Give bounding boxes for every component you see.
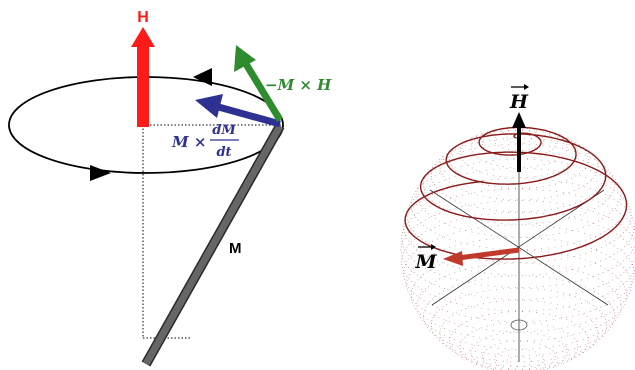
- damped-trajectory-spiral: [404, 126, 628, 260]
- precession-arrow-head: [234, 45, 256, 72]
- sphere-magnetization-vector-overarrow: [418, 244, 436, 250]
- sphere-field-label: H: [509, 91, 529, 113]
- damped-precession-sphere: H M: [400, 84, 635, 370]
- precession-term-label: −M × H: [265, 76, 332, 94]
- magnetization-vector: [141, 123, 285, 367]
- sphere-magnetization-arrow-head: [443, 251, 463, 266]
- damping-arrow-head: [195, 94, 223, 118]
- precession-diagram: H M −M × H M × dM dt: [8, 9, 332, 367]
- precession-arrow-shaft: [243, 62, 283, 122]
- sphere-magnetization-label: M: [414, 251, 437, 273]
- field-arrow-head: [131, 27, 155, 47]
- damping-term-numerator: dM: [212, 123, 236, 138]
- field-arrow-shaft: [137, 45, 149, 127]
- field-label: H: [137, 9, 149, 26]
- orbit-arrowhead-bottom: [90, 165, 111, 181]
- sphere-field-vector-overarrow: [511, 84, 529, 90]
- magnetization-label: M: [229, 240, 242, 257]
- sphere-magnetization-arrow-shaft: [457, 247, 520, 261]
- south-pole-marker: [510, 319, 528, 331]
- damping-arrow-shaft: [214, 102, 281, 128]
- damping-term-denominator: dt: [216, 145, 231, 160]
- sphere-diagonal-axis-a: [429, 189, 609, 306]
- damping-term-label: M × dM dt: [171, 123, 239, 160]
- orbit-arrowhead-top: [193, 68, 212, 86]
- damping-term-prefix: M ×: [171, 133, 206, 151]
- sphere-diagonal-axis-b: [431, 189, 605, 306]
- sphere-field-arrow-head: [512, 112, 526, 128]
